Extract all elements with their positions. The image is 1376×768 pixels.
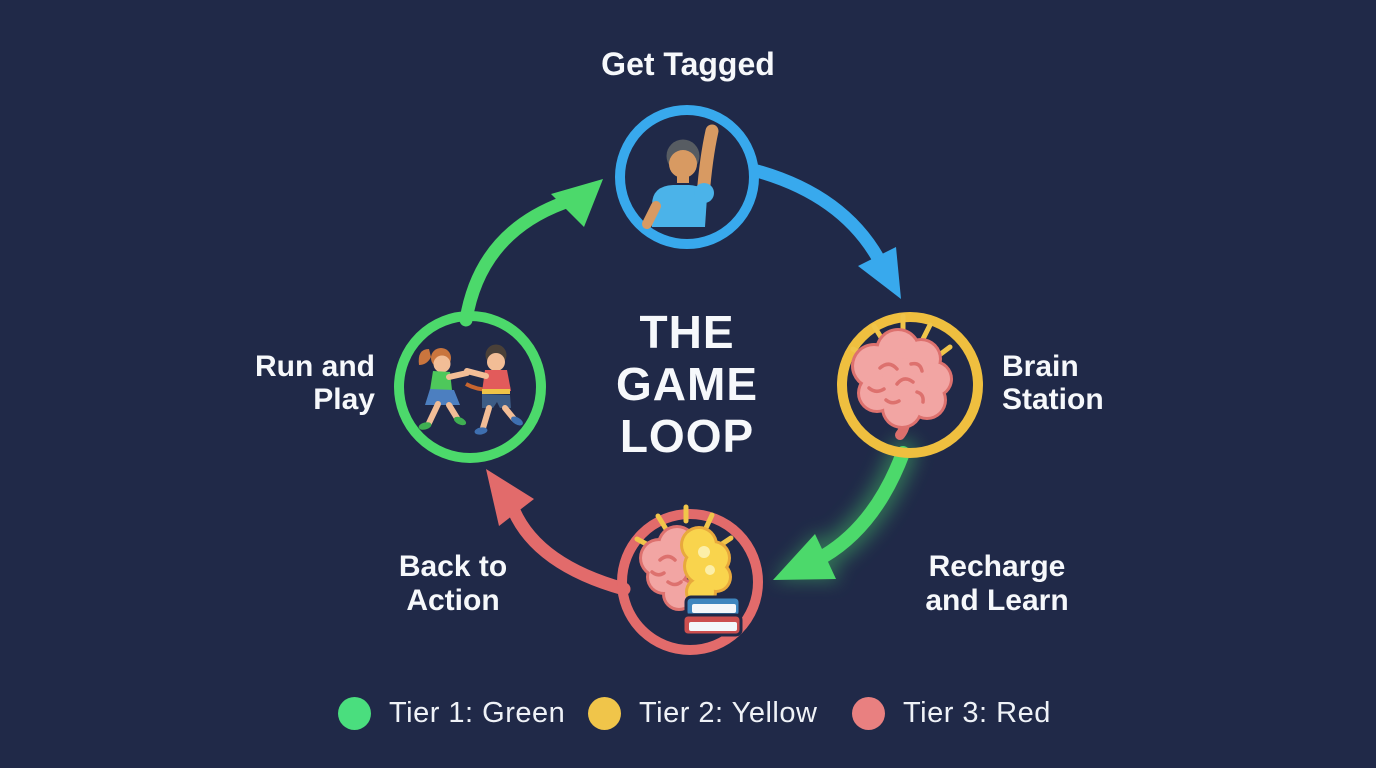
node-label-recharge-and-learn: Recharge and Learn [925, 550, 1069, 617]
legend-label-tier1: Tier 1: Green [389, 696, 566, 729]
brain-icon [850, 313, 953, 440]
diagram-title: THE GAME LOOP [616, 306, 758, 462]
brain-and-books-icon [634, 504, 743, 637]
node-label-run-and-play: Run and Play [255, 350, 375, 416]
arrow-top-to-right [750, 164, 901, 299]
arrow-left-to-top [459, 179, 603, 327]
legend-dot-red [852, 696, 885, 730]
books-icon [681, 595, 743, 637]
girl-figure [418, 348, 470, 430]
kids-running-icon [418, 344, 523, 435]
arrow-label-back-to-action: Back to Action [398, 550, 508, 617]
arrow-right-to-bottom [773, 439, 917, 581]
arrow-bottom-to-left [486, 469, 631, 596]
node-ring-brain-station [837, 312, 983, 458]
person-raising-hand-icon [642, 124, 719, 229]
node-ring-get-tagged [615, 105, 759, 249]
legend-item-tier3: Tier 3: Red [852, 694, 1051, 732]
legend-dot-green [338, 696, 371, 730]
legend-item-tier1: Tier 1: Green [338, 694, 565, 732]
legend: Tier 1: Green Tier 2: Yellow Tier 3: Red [0, 694, 1376, 734]
legend-label-tier2: Tier 2: Yellow [639, 696, 818, 729]
node-ring-recharge [617, 509, 763, 655]
node-label-brain-station: Brain Station [1002, 350, 1104, 416]
legend-item-tier2: Tier 2: Yellow [588, 694, 817, 732]
node-ring-run-play [394, 311, 546, 463]
legend-dot-yellow [588, 696, 621, 730]
legend-label-tier3: Tier 3: Red [903, 696, 1051, 729]
node-label-get-tagged: Get Tagged [601, 46, 775, 82]
boy-figure [464, 344, 523, 435]
